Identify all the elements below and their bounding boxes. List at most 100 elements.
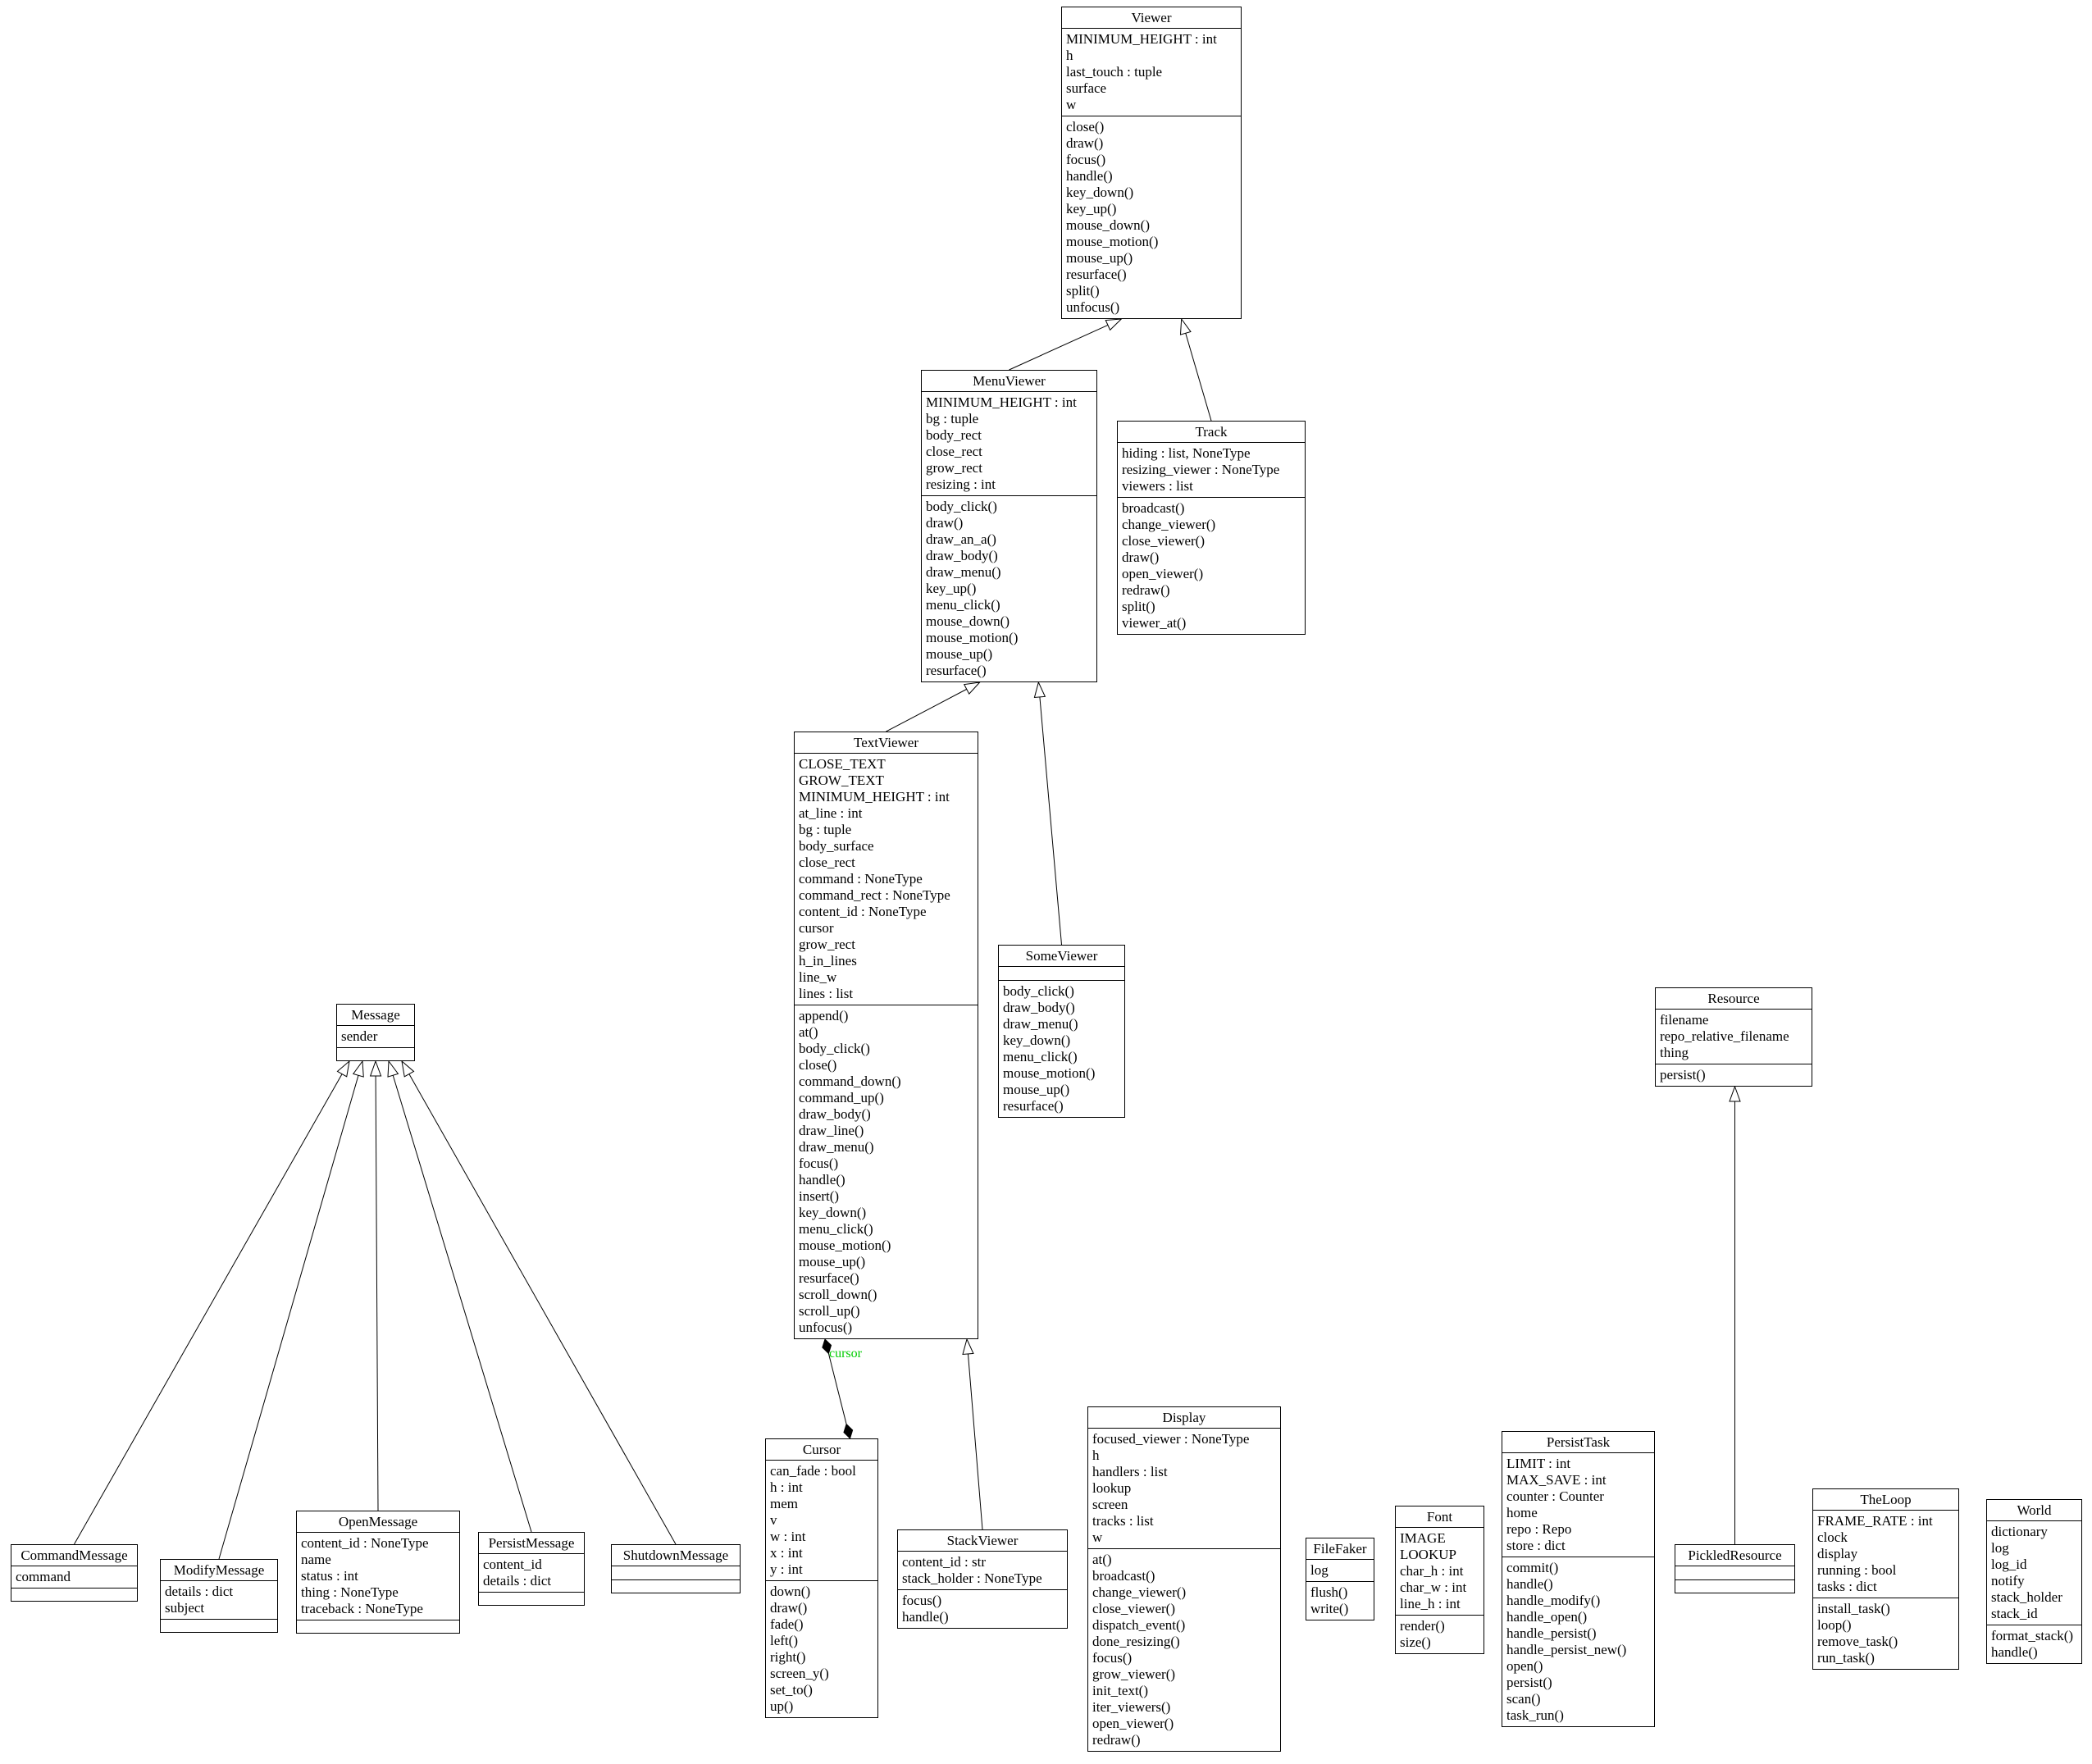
method: draw_body() [1003, 1000, 1075, 1015]
attribute: x : int [770, 1545, 803, 1561]
attribute: line_h : int [1400, 1596, 1461, 1611]
class-methods [612, 1579, 740, 1593]
class-name: Track [1118, 422, 1305, 443]
class-name: OpenMessage [297, 1511, 459, 1533]
attribute: w [1092, 1529, 1103, 1545]
method: run_task() [1817, 1650, 1875, 1666]
class-attributes [1675, 1566, 1794, 1579]
inheritance-arrowhead-icon [352, 1060, 364, 1078]
method: up() [770, 1698, 794, 1714]
method: insert() [799, 1188, 840, 1204]
attribute: stack_id [1991, 1606, 2038, 1621]
attribute: hiding : list, NoneType [1122, 445, 1251, 461]
method: close() [799, 1057, 837, 1073]
class-name: MenuViewer [922, 371, 1096, 392]
attribute: details : dict [165, 1584, 234, 1599]
class-name: SomeViewer [999, 946, 1124, 967]
method: loop() [1817, 1617, 1852, 1633]
method: broadcast() [1092, 1568, 1155, 1584]
inheritance-arrowhead-icon [1105, 318, 1123, 331]
class-name: TextViewer [795, 732, 978, 754]
method: commit() [1506, 1560, 1559, 1575]
class-name: Display [1088, 1407, 1280, 1429]
method: handle_open() [1506, 1609, 1588, 1625]
inheritance-edge [886, 688, 967, 732]
attribute: MINIMUM_HEIGHT : int [1066, 31, 1217, 47]
class-name: PersistTask [1502, 1432, 1654, 1453]
attribute: char_w : int [1400, 1579, 1467, 1595]
class-attributes: command [11, 1566, 137, 1588]
method: set_to() [770, 1682, 813, 1698]
class-methods: close()draw()focus()handle()key_down()ke… [1062, 116, 1241, 318]
attribute: resizing_viewer : NoneType [1122, 462, 1280, 477]
class-methods: install_task()loop()remove_task()run_tas… [1813, 1598, 1958, 1669]
method: iter_viewers() [1092, 1699, 1171, 1715]
class-methods: commit()handle()handle_modify()handle_op… [1502, 1557, 1654, 1726]
method: handle_persist_new() [1506, 1642, 1627, 1657]
class-methods [479, 1592, 584, 1605]
class-name: Font [1396, 1506, 1484, 1528]
attribute: tasks : dict [1817, 1579, 1877, 1594]
method: command_down() [799, 1073, 901, 1089]
class-name: StackViewer [898, 1530, 1067, 1552]
attribute: bg : tuple [799, 822, 852, 837]
method: mouse_motion() [926, 630, 1019, 645]
method: resurface() [926, 663, 987, 678]
attribute: command [16, 1569, 71, 1584]
method: mouse_motion() [1066, 234, 1159, 249]
attribute: LOOKUP [1400, 1547, 1456, 1562]
attribute: subject [165, 1600, 205, 1616]
attribute: counter : Counter [1506, 1488, 1604, 1504]
attribute: MINIMUM_HEIGHT : int [799, 789, 950, 805]
attribute: screen [1092, 1497, 1128, 1512]
method: focus() [1092, 1650, 1133, 1666]
attribute: last_touch : tuple [1066, 64, 1163, 80]
method: handle_modify() [1506, 1593, 1601, 1608]
method: flush() [1310, 1584, 1348, 1600]
method: redraw() [1092, 1732, 1141, 1748]
method: task_run() [1506, 1707, 1564, 1723]
attribute: home [1506, 1505, 1538, 1520]
method: handle() [1066, 168, 1113, 184]
class-methods: format_stack()handle() [1987, 1625, 2081, 1663]
method: close_viewer() [1122, 533, 1206, 549]
class-name: FileFaker [1306, 1538, 1374, 1560]
class-attributes [612, 1566, 740, 1579]
attribute: char_h : int [1400, 1563, 1464, 1579]
attribute: command : NoneType [799, 871, 923, 887]
attribute: IMAGE [1400, 1530, 1446, 1546]
method: append() [799, 1008, 849, 1023]
attribute: filename [1660, 1012, 1709, 1028]
attribute: h [1066, 48, 1073, 63]
inheritance-edge [1185, 333, 1212, 422]
attribute: resizing : int [926, 476, 996, 492]
class-methods: flush()write() [1306, 1581, 1374, 1620]
attribute: surface [1066, 80, 1107, 96]
attribute: repo_relative_filename [1660, 1028, 1789, 1044]
method: persist() [1660, 1067, 1706, 1083]
inheritance-edge [74, 1073, 343, 1545]
attribute: CLOSE_TEXT [799, 756, 886, 772]
method: mouse_motion() [1003, 1065, 1096, 1081]
method: key_down() [1066, 185, 1134, 200]
method: draw_menu() [926, 564, 1001, 580]
attribute: notify [1991, 1573, 2025, 1589]
method: dispatch_event() [1092, 1617, 1186, 1633]
attribute: y : int [770, 1561, 803, 1577]
method: draw_menu() [799, 1139, 874, 1155]
attribute: lines : list [799, 986, 854, 1001]
class-methods [11, 1588, 137, 1601]
method: menu_click() [1003, 1049, 1078, 1064]
attribute: w [1066, 97, 1077, 112]
attribute: log [1310, 1562, 1329, 1578]
class-name: Message [337, 1005, 414, 1026]
class-methods [297, 1620, 459, 1633]
method: focus() [799, 1155, 839, 1171]
method: draw() [926, 515, 964, 531]
